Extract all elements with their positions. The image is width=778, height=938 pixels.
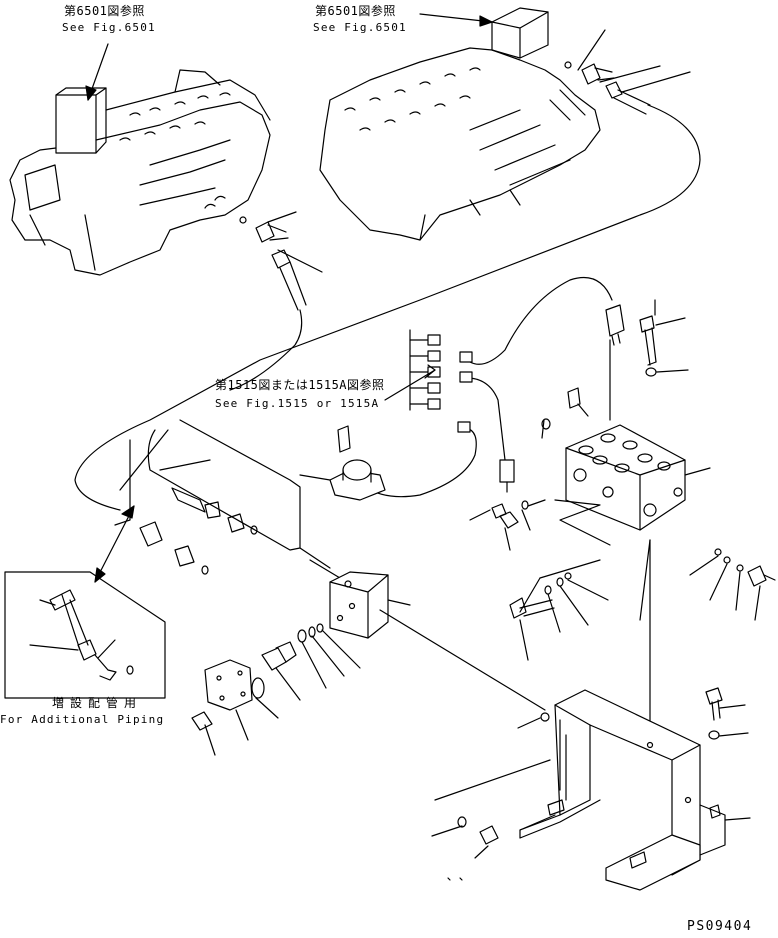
ref-6501-right-jp: 第6501図参照 <box>315 4 396 18</box>
right-control-valve <box>319 7 601 241</box>
drawing-code: PS09404 <box>687 919 753 934</box>
manifold-block <box>329 571 411 639</box>
bracket-bolts <box>431 539 751 881</box>
leader-lines <box>379 299 656 741</box>
electrical-harness <box>369 276 625 498</box>
inset-title-jp: 増設配管用 <box>52 696 143 710</box>
inset-title-en: For Additional Piping <box>0 713 165 726</box>
middle-right-bolts <box>509 548 776 661</box>
inset-link-arrow <box>94 505 135 583</box>
right-hose-assembly <box>74 29 701 511</box>
ref-6501-left-jp: 第6501図参照 <box>64 4 145 18</box>
ref-1515-jp: 第1515図または1515A図参照 <box>215 378 385 392</box>
reference-arrows <box>85 13 493 101</box>
left-hose-assembly <box>229 211 323 391</box>
left-control-valve <box>9 69 271 276</box>
lower-left-parts <box>191 623 361 756</box>
mounting-bracket <box>519 689 726 891</box>
pressure-switch <box>299 425 386 501</box>
additional-piping-inset <box>4 571 166 699</box>
ref-1515-en: See Fig.1515 or 1515A <box>215 397 380 410</box>
middle-fittings-row <box>114 419 341 579</box>
mounting-bolt-top <box>639 315 689 377</box>
block-connectors <box>469 387 611 613</box>
ref-6501-left-en: See Fig.6501 <box>62 21 156 34</box>
main-valve-block <box>565 424 711 531</box>
ref-6501-right-en: See Fig.6501 <box>313 21 407 34</box>
